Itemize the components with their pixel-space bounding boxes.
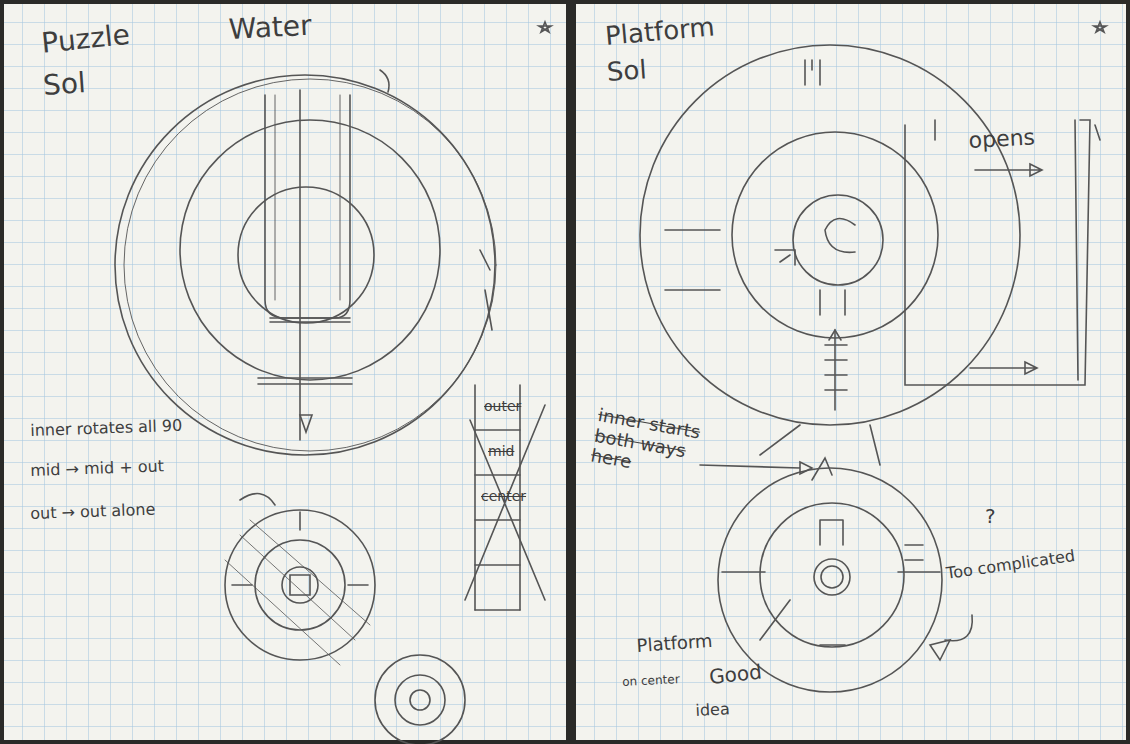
note-text: idea xyxy=(695,700,730,720)
list-item: mid xyxy=(488,443,514,459)
list-item: center xyxy=(481,488,526,504)
page-heading: Sol xyxy=(42,67,87,102)
door-label: opens xyxy=(968,125,1036,154)
question-mark: ? xyxy=(985,505,996,528)
page-heading: Water xyxy=(228,10,312,46)
page-heading: Sol xyxy=(606,55,648,88)
list-item: outer xyxy=(484,398,521,414)
